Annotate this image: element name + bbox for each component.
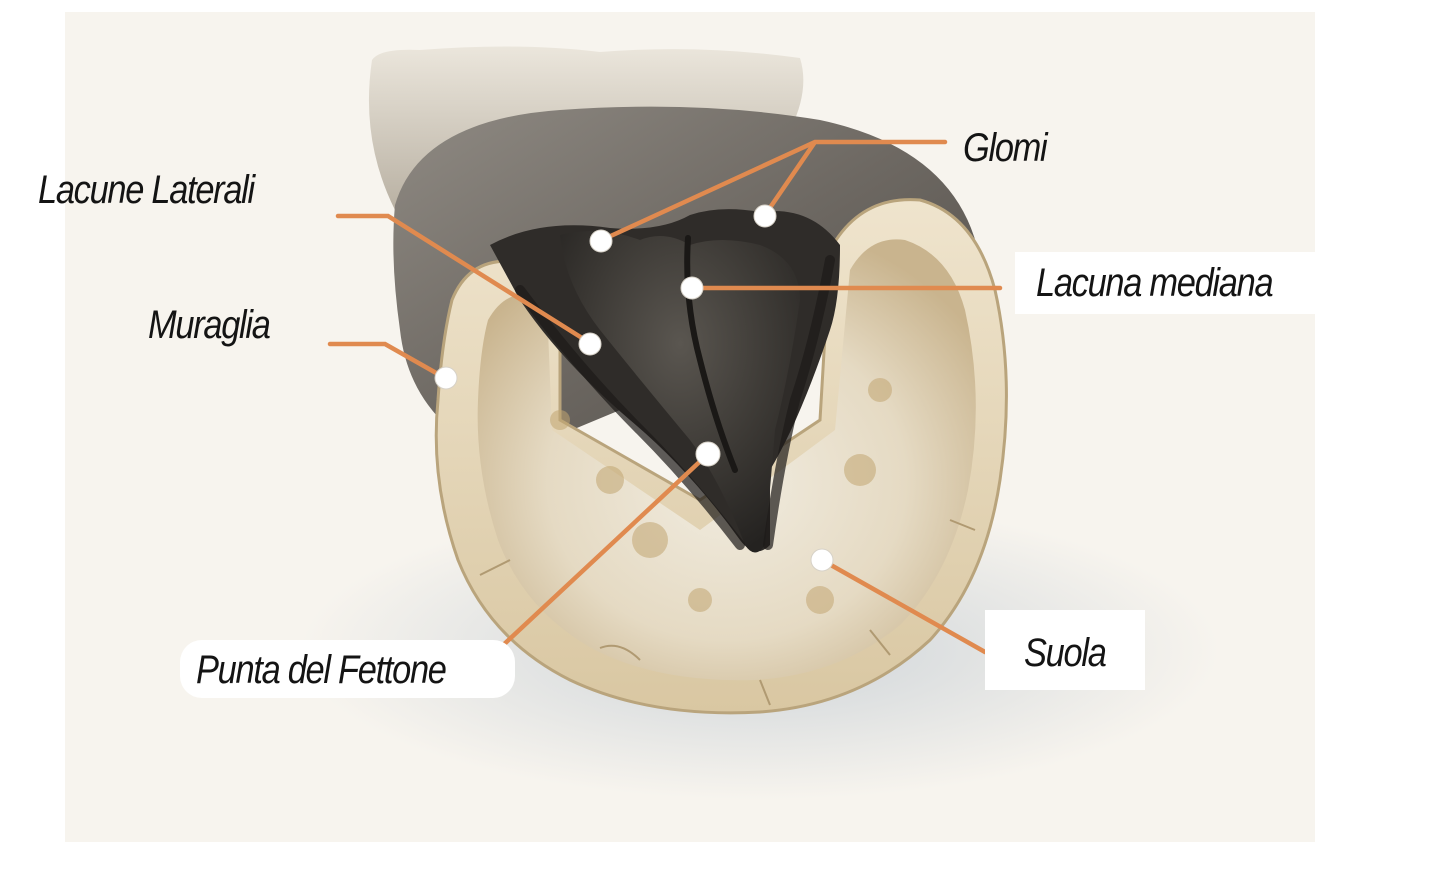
label-patch-suola xyxy=(985,610,1145,690)
leader-glomi xyxy=(599,139,948,243)
label-glomi: Glomi xyxy=(963,126,1048,170)
marker-muraglia xyxy=(434,366,458,390)
leader-punta-del-fettone xyxy=(482,451,711,665)
marker-suola xyxy=(810,548,834,572)
marker-glomi-left xyxy=(589,229,613,253)
leader-muraglia xyxy=(327,341,448,381)
label-muraglia: Muraglia xyxy=(148,303,271,347)
markers xyxy=(434,204,834,572)
marker-punta-del-fettone xyxy=(695,441,721,467)
marker-lacuna-mediana xyxy=(680,276,704,300)
wall-segments xyxy=(479,519,976,706)
leader-suola xyxy=(819,557,988,655)
frog xyxy=(560,231,800,553)
label-punta-del-fettone: Punta del Fettone xyxy=(196,648,447,692)
label-lacuna-mediana: Lacuna mediana xyxy=(1036,261,1274,305)
leader-lines xyxy=(327,139,1003,665)
label-lacune-laterali: Lacune Laterali xyxy=(38,168,255,212)
leader-lacune-laterali xyxy=(335,213,593,346)
marker-glomi-right xyxy=(753,204,777,228)
label-patch-punta-del-fettone xyxy=(180,640,515,698)
label-patch-lacuna-mediana xyxy=(1015,252,1343,314)
label-suola: Suola xyxy=(1024,631,1107,675)
marker-lacune-laterali xyxy=(578,332,602,356)
central-sulcus xyxy=(684,235,738,473)
lateral-groove-right xyxy=(763,255,835,550)
sole-texture xyxy=(550,378,892,614)
sole xyxy=(477,239,976,681)
lateral-groove-left xyxy=(515,285,745,550)
